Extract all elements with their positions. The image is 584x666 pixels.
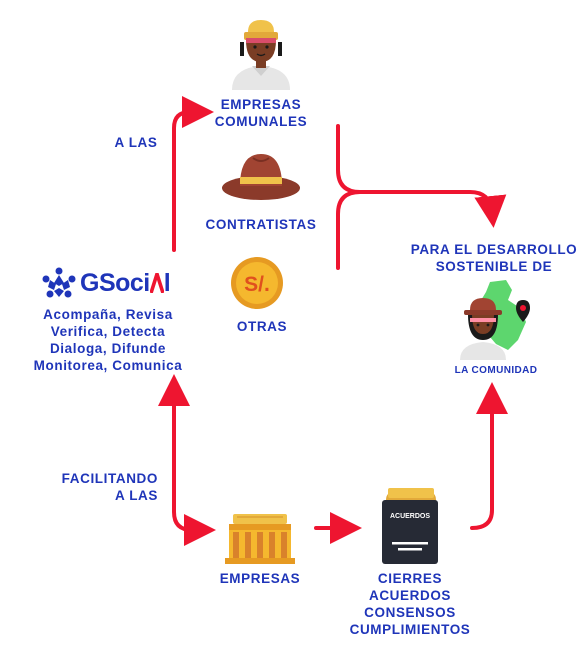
otras-label: OTRAS: [236, 319, 288, 334]
agreement-document-icon: ACUERDOS: [382, 488, 438, 564]
facilitando-label: FACILITANDO A LAS: [61, 471, 158, 503]
empresas-comunales-label: EMPRESAS COMUNALES: [214, 97, 308, 129]
arrow-bracket-top: [336, 124, 362, 194]
brand-name-left: GSoci: [80, 269, 150, 297]
brand-name-right: l: [163, 269, 171, 297]
coin-symbol: S/.: [244, 273, 270, 296]
arrow-to-desarrollo: [358, 190, 507, 228]
contratistas-label: CONTRATISTAS: [205, 217, 317, 232]
la-comunidad-label: LA COMUNIDAD: [454, 365, 538, 376]
gsocial-tagline: Acompaña, Revisa Verifica, Detecta Dialo…: [33, 307, 183, 373]
acuerdos-doc-label: ACUERDOS: [390, 513, 430, 520]
a-las-label: A LAS: [114, 135, 158, 150]
gsocial-logo-icon: [42, 267, 76, 298]
cierres-label: CIERRES ACUERDOS CONSENSOS CUMPLIMIENTOS: [349, 571, 471, 637]
building-icon: [225, 514, 295, 564]
brand-a-mark: [149, 268, 165, 294]
gsocial-brand-name: GSoci l: [80, 268, 171, 298]
empresas-label: EMPRESAS: [219, 571, 301, 586]
community-map-icon: [460, 280, 530, 360]
arrow-bracket-bottom: [336, 190, 362, 270]
arrow-to-empresas-comunales: [172, 96, 214, 252]
worker-woman-icon: [232, 20, 290, 90]
hat-icon: [222, 154, 300, 200]
desarrollo-label: PARA EL DESARROLLO SOSTENIBLE DE: [410, 242, 578, 274]
arrow-gsocial-down: [172, 390, 216, 546]
coin-icon: S/.: [231, 257, 283, 309]
arrow-cierres-to-comunidad: [470, 382, 508, 530]
